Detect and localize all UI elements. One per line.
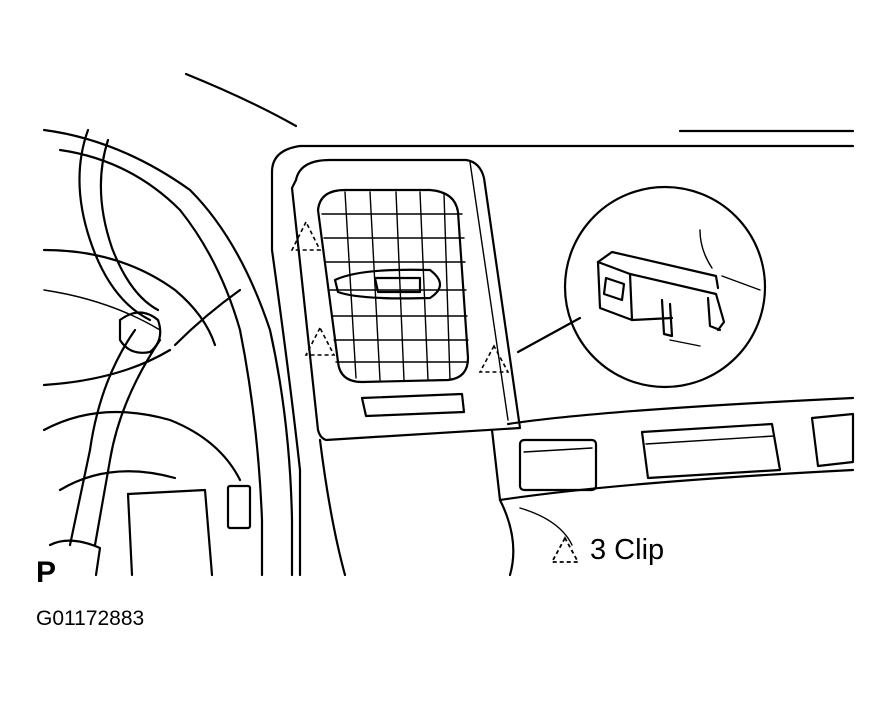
detail-leader-line — [516, 316, 582, 354]
lower-dash-vents — [490, 396, 855, 577]
clip-marker-upper-left — [290, 220, 322, 251]
clip-legend-label: 3 Clip — [590, 534, 665, 566]
air-vent-icon — [316, 188, 470, 418]
view-mark: P — [36, 556, 57, 589]
vent-bezel — [290, 158, 522, 442]
clip-detail-icon — [563, 185, 767, 389]
dash-panel-outline — [270, 144, 855, 174]
clip-marker-lower-left — [304, 326, 336, 356]
dashed-triangle-icon — [550, 536, 580, 563]
clip-marker-lower-right — [478, 344, 510, 373]
upper-dash-line — [184, 72, 298, 128]
clip-legend: 3 Clip — [550, 533, 664, 567]
steering-wheel-icon — [42, 128, 294, 577]
figure-id: G01172883 — [36, 607, 145, 630]
